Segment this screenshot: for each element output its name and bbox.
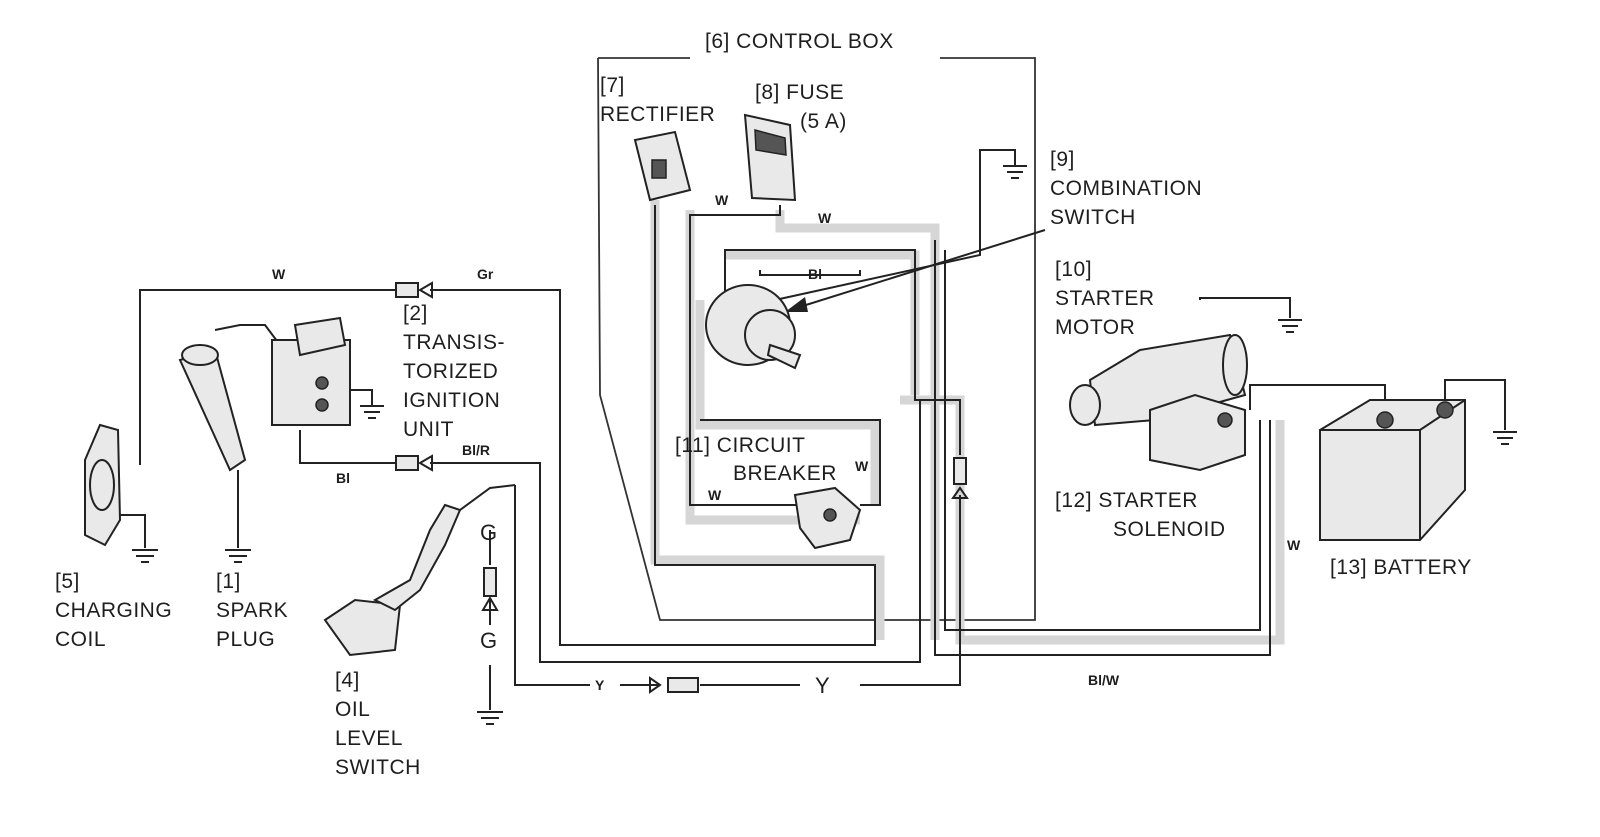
pointer-arrow bbox=[785, 229, 1046, 312]
wire-code-ignition-right: Bl/R bbox=[462, 442, 490, 458]
ignition-unit-label-4: UNIT bbox=[403, 418, 454, 441]
spark-plug-number: [1] bbox=[216, 570, 241, 593]
circuit-breaker-label: [11] CIRCUIT bbox=[675, 434, 806, 457]
fuse-rating: (5 A) bbox=[800, 110, 847, 133]
battery-label: [13] BATTERY bbox=[1330, 556, 1472, 579]
ignition-unit-label: TRANSIS- bbox=[403, 331, 506, 354]
charging-coil-number: [5] bbox=[55, 570, 80, 593]
wire-code-bottom-y-left: Y bbox=[595, 677, 605, 693]
oil-level-switch-label: OIL bbox=[335, 698, 371, 721]
charging-coil-label: CHARGING bbox=[55, 599, 173, 622]
spark-plug-drawing bbox=[178, 324, 281, 472]
wire-code-oil-top: G bbox=[480, 520, 498, 545]
combination-switch-number: [9] bbox=[1050, 148, 1075, 171]
wire-code-bottom-blw: Bl/W bbox=[1088, 672, 1120, 688]
wire-code-fuse: W bbox=[818, 210, 832, 226]
battery-drawing bbox=[1319, 399, 1466, 541]
starter-motor-number: [10] bbox=[1055, 258, 1093, 281]
circuit-breaker-drawing bbox=[793, 486, 862, 550]
wire-code-rectifier: W bbox=[715, 192, 729, 208]
wires bbox=[120, 149, 1506, 710]
wire-code-breaker-right: W bbox=[855, 458, 869, 474]
wire-code-battery: W bbox=[1287, 537, 1301, 553]
starter-solenoid-label-2: SOLENOID bbox=[1113, 518, 1226, 541]
starter-motor-label-2: MOTOR bbox=[1055, 316, 1136, 339]
starter-motor-label: STARTER bbox=[1055, 287, 1155, 310]
oil-level-switch-label-3: SWITCH bbox=[335, 756, 421, 779]
charging-coil-label-2: COIL bbox=[55, 628, 107, 651]
oil-level-switch-label-2: LEVEL bbox=[335, 727, 403, 750]
wire-code-ignition-left: Bl bbox=[336, 470, 350, 486]
ignition-unit-drawing bbox=[271, 316, 351, 426]
wire-code-top-right: Gr bbox=[477, 266, 494, 282]
wire-code-oil-bottom: G bbox=[480, 628, 498, 653]
control-box-label: [6] CONTROL BOX bbox=[705, 30, 894, 53]
ignition-unit-label-2: TORIZED bbox=[403, 360, 499, 383]
wire-code-combination: Bl bbox=[808, 266, 822, 282]
wire-code-bottom-y-right: Y bbox=[815, 673, 830, 698]
charging-coil-drawing bbox=[84, 423, 122, 547]
fuse-drawing bbox=[743, 113, 797, 202]
ignition-unit-number: [2] bbox=[403, 302, 428, 325]
connectors bbox=[395, 281, 969, 694]
circuit-breaker-label-2: BREAKER bbox=[733, 462, 837, 485]
combination-switch-label-2: SWITCH bbox=[1050, 206, 1136, 229]
rectifier-drawing bbox=[633, 130, 692, 202]
combination-switch-label: COMBINATION bbox=[1050, 177, 1203, 200]
wire-code-top-left: W bbox=[272, 266, 286, 282]
oil-level-switch-number: [4] bbox=[335, 669, 360, 692]
starter-solenoid-label: [12] STARTER bbox=[1055, 489, 1198, 512]
spark-plug-label: SPARK bbox=[216, 599, 289, 622]
ground-symbols bbox=[132, 165, 1517, 725]
fuse-label: [8] FUSE bbox=[755, 81, 845, 104]
wire-code-breaker-left: W bbox=[708, 487, 722, 503]
combination-switch-drawing bbox=[705, 284, 802, 370]
ignition-unit-label-3: IGNITION bbox=[403, 389, 501, 412]
spark-plug-label-2: PLUG bbox=[216, 628, 276, 651]
rectifier-label: RECTIFIER bbox=[600, 103, 716, 126]
starter-solenoid-drawing bbox=[1149, 393, 1246, 472]
rectifier-number: [7] bbox=[600, 74, 625, 97]
oil-level-switch-drawing bbox=[323, 484, 516, 657]
control-box-outline bbox=[597, 57, 1036, 621]
